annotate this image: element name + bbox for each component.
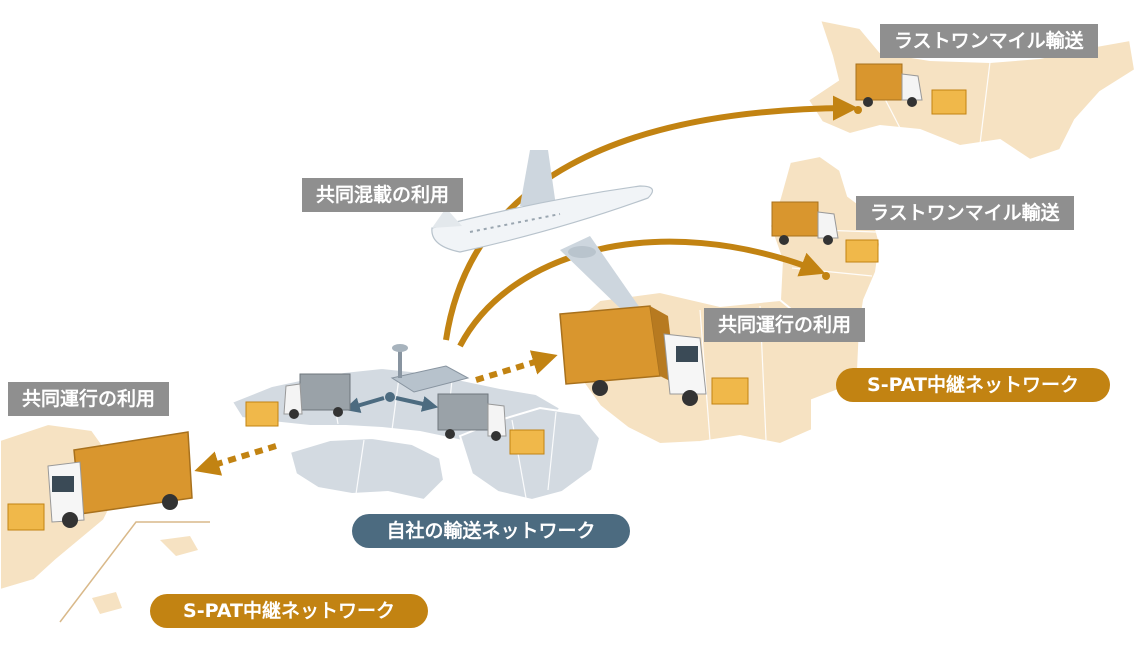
okinawa-guide-line — [59, 521, 210, 623]
truck-gray-west — [283, 373, 351, 419]
box-gray-west — [245, 401, 279, 427]
own-route-east — [395, 396, 439, 412]
hub-point — [385, 392, 395, 402]
map-shikoku — [288, 436, 446, 502]
map-islet-2 — [92, 592, 122, 614]
truck-large-east — [559, 305, 707, 406]
label-spat-relay-east: S-PAT中継ネットワーク — [836, 368, 1110, 402]
relay-route-east — [475, 350, 558, 383]
box-west — [7, 503, 45, 531]
box-east — [711, 377, 749, 405]
truck-gray-east — [437, 393, 507, 441]
label-last-mile-north: ラストワンマイル輸送 — [880, 24, 1098, 58]
label-joint-operation-east: 共同運行の利用 — [704, 308, 866, 342]
destination-dot-tohoku — [822, 272, 830, 280]
air-route-hokkaido — [443, 95, 859, 341]
label-joint-consolidation: 共同混載の利用 — [302, 178, 464, 212]
map-islet-1 — [160, 536, 198, 556]
destination-dot-hokkaido — [854, 106, 862, 114]
truck-hokkaido — [855, 63, 923, 107]
label-own-network: 自社の輸送ネットワーク — [352, 514, 630, 548]
own-route-west — [343, 396, 385, 413]
label-last-mile-tohoku: ラストワンマイル輸送 — [856, 196, 1074, 230]
relay-route-west — [194, 443, 277, 476]
label-joint-operation-west: 共同運行の利用 — [8, 382, 170, 416]
box-gray-east — [509, 429, 545, 455]
truck-tohoku — [771, 201, 839, 245]
label-spat-relay-west: S-PAT中継ネットワーク — [150, 594, 428, 628]
airplane-icon — [431, 150, 654, 312]
box-hokkaido — [931, 89, 967, 115]
airport — [390, 344, 470, 393]
truck-large-west — [47, 431, 193, 528]
box-tohoku — [845, 239, 879, 263]
